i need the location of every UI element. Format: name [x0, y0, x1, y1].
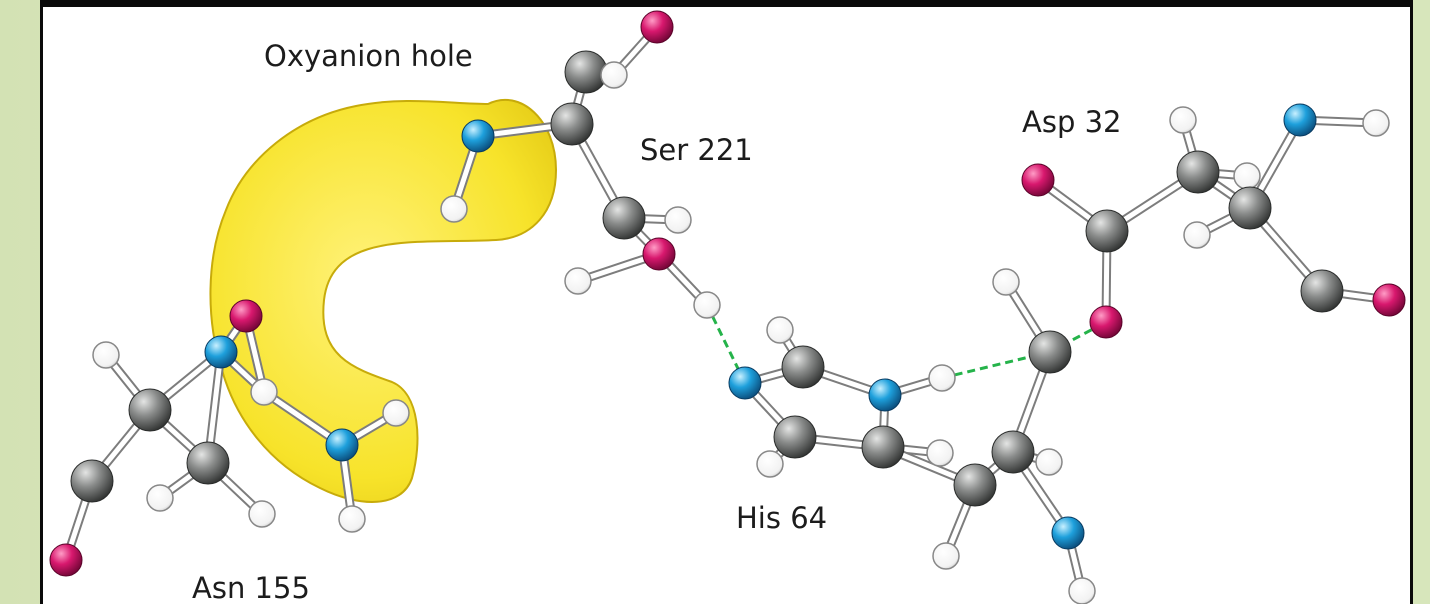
- carbon-atom: [1300, 269, 1344, 313]
- hydrogen-atom: [146, 484, 174, 512]
- hydrogen-atom: [1169, 106, 1197, 134]
- hydrogen-atom: [338, 505, 366, 533]
- oxygen-atom: [642, 237, 676, 271]
- carbon-atom: [953, 463, 997, 507]
- oxygen-atom: [229, 299, 263, 333]
- carbon-atom: [861, 425, 905, 469]
- label-ser-221: Ser 221: [640, 133, 753, 167]
- carbon-atom: [781, 345, 825, 389]
- hydrogen-atom: [928, 364, 956, 392]
- hydrogen-atom: [382, 399, 410, 427]
- carbon-atom: [1228, 186, 1272, 230]
- hydrogen-atom: [1183, 221, 1211, 249]
- carbon-atom: [773, 415, 817, 459]
- carbon-atom: [70, 459, 114, 503]
- atoms-layer: [49, 10, 1406, 604]
- label-asn-155: Asn 155: [192, 571, 310, 604]
- label-oxyanion-hole: Oxyanion hole: [264, 39, 473, 73]
- label-his-64: His 64: [736, 501, 827, 535]
- hydrogen-atom: [440, 195, 468, 223]
- nitrogen-atom: [325, 428, 359, 462]
- top-border: [40, 0, 1413, 6]
- label-asp-32: Asp 32: [1022, 105, 1121, 139]
- hydrogen-atom: [248, 500, 276, 528]
- hydrogen-atom: [92, 341, 120, 369]
- hydrogen-atom: [932, 542, 960, 570]
- hydrogen-atom: [664, 206, 692, 234]
- hydrogen-atom: [693, 291, 721, 319]
- hydrogen-atom: [766, 316, 794, 344]
- hydrogen-atom: [1233, 162, 1261, 190]
- oxygen-atom: [1372, 283, 1406, 317]
- hydrogen-atom: [250, 378, 278, 406]
- hydrogen-atom: [1068, 577, 1096, 604]
- nitrogen-atom: [204, 335, 238, 369]
- oxygen-atom: [49, 543, 83, 577]
- hydrogen-atom: [600, 61, 628, 89]
- carbon-atom: [1028, 330, 1072, 374]
- nitrogen-atom: [868, 378, 902, 412]
- oxyanion-hole-surface: [209, 98, 558, 503]
- carbon-atom: [186, 441, 230, 485]
- carbon-atom: [602, 196, 646, 240]
- carbon-atom: [550, 102, 594, 146]
- hydrogen-atom: [1362, 109, 1390, 137]
- nitrogen-atom: [461, 119, 495, 153]
- carbon-atom: [1176, 150, 1220, 194]
- carbon-atom: [991, 430, 1035, 474]
- oxygen-atom: [640, 10, 674, 44]
- carbon-atom: [128, 388, 172, 432]
- nitrogen-atom: [1283, 103, 1317, 137]
- oxygen-atom: [1021, 163, 1055, 197]
- oxygen-atom: [1089, 305, 1123, 339]
- hydrogen-atom: [926, 439, 954, 467]
- hydrogen-atom: [564, 267, 592, 295]
- hydrogen-atom: [1035, 448, 1063, 476]
- hydrogen-atom: [992, 268, 1020, 296]
- nitrogen-atom: [728, 366, 762, 400]
- carbon-atom: [1085, 209, 1129, 253]
- hydrogen-atom: [756, 450, 784, 478]
- nitrogen-atom: [1051, 516, 1085, 550]
